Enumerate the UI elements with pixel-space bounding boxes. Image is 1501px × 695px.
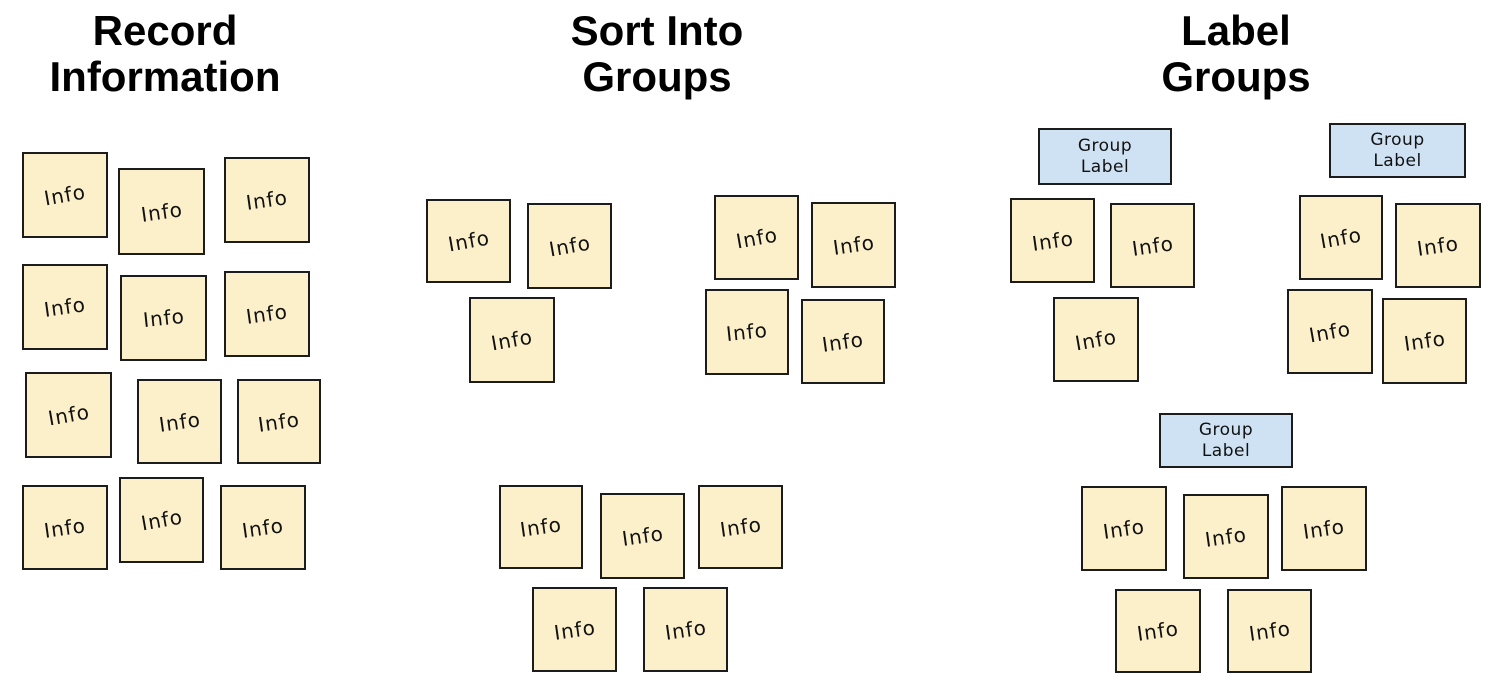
sticky-note: Info: [237, 379, 321, 464]
sticky-note: Info: [801, 299, 885, 384]
sticky-note: Info: [1053, 297, 1139, 382]
sticky-note-text: Info: [1073, 324, 1119, 355]
sticky-note: Info: [426, 199, 511, 283]
sticky-note-text: Info: [157, 406, 202, 437]
group-label-text-line: Group: [1370, 130, 1425, 151]
title-line: Record: [92, 7, 238, 54]
sticky-note: Info: [1110, 203, 1195, 288]
sticky-note-text: Info: [244, 185, 290, 215]
sticky-note-text: Info: [724, 317, 770, 347]
sticky-note-text: Info: [546, 230, 593, 262]
sticky-note: Info: [1281, 486, 1367, 571]
sticky-note: Info: [532, 587, 617, 672]
title-line: Groups: [1161, 53, 1311, 101]
sticky-note: Info: [1081, 486, 1167, 571]
sticky-note-text: Info: [42, 292, 88, 322]
sticky-note: Info: [220, 485, 306, 570]
sticky-note-text: Info: [718, 512, 763, 542]
sticky-note: Info: [22, 264, 108, 350]
panel-title-label-groups: Label Groups: [1071, 7, 1401, 101]
sticky-note-text: Info: [733, 222, 780, 253]
sticky-note: Info: [1395, 203, 1481, 288]
sticky-note-text: Info: [1101, 513, 1147, 544]
sticky-note-text: Info: [256, 406, 302, 437]
sticky-note-text: Info: [1030, 225, 1075, 256]
title-line: Groups: [582, 53, 732, 101]
sticky-note-text: Info: [42, 179, 88, 211]
sticky-note: Info: [1227, 589, 1312, 673]
sticky-note: Info: [469, 297, 555, 383]
sticky-note: Info: [25, 372, 112, 458]
sticky-note-text: Info: [1301, 513, 1347, 544]
group-label-text-line: Group: [1198, 420, 1254, 441]
sticky-note-text: Info: [1318, 222, 1364, 253]
title-line: Label: [1181, 7, 1291, 54]
sticky-note-text: Info: [445, 225, 492, 257]
sticky-note-text: Info: [552, 614, 597, 645]
sticky-note-text: Info: [620, 521, 665, 551]
sticky-note: Info: [1115, 589, 1201, 673]
sticky-note: Info: [118, 168, 205, 255]
title-line: Sort Into: [570, 7, 744, 54]
sticky-note: Info: [1010, 198, 1095, 283]
sticky-note: Info: [1382, 298, 1467, 384]
sticky-note-text: Info: [663, 614, 708, 645]
sticky-note-text: Info: [1247, 616, 1292, 646]
sticky-note-text: Info: [1402, 326, 1447, 356]
sticky-note-text: Info: [138, 504, 185, 536]
sticky-note: Info: [119, 477, 204, 563]
sticky-note-text: Info: [1135, 616, 1181, 646]
sticky-note: Info: [22, 152, 108, 238]
sticky-note-text: Info: [42, 512, 88, 543]
sticky-note: Info: [1287, 289, 1373, 374]
sticky-note-text: Info: [45, 399, 92, 431]
sticky-note-text: Info: [141, 303, 186, 333]
sticky-note: Info: [698, 485, 783, 569]
sticky-note: Info: [22, 485, 108, 570]
sticky-note-text: Info: [244, 299, 290, 329]
sticky-note: Info: [224, 157, 310, 243]
sticky-note: Info: [527, 203, 612, 289]
sticky-note: Info: [499, 485, 583, 569]
sticky-note-text: Info: [831, 230, 876, 260]
panel-title-record-information: Record Information: [0, 7, 330, 101]
sticky-note: Info: [811, 202, 896, 288]
title-line: Information: [49, 53, 281, 101]
sticky-note: Info: [714, 195, 799, 280]
sticky-note-text: Info: [1307, 316, 1353, 347]
group-label-text-line: Label: [1201, 440, 1251, 461]
group-label-text-line: Label: [1080, 156, 1130, 177]
sticky-note-text: Info: [820, 326, 866, 357]
sticky-note: Info: [705, 289, 789, 375]
sticky-note-text: Info: [489, 324, 535, 356]
sticky-note-text: Info: [240, 512, 286, 543]
sticky-note: Info: [137, 379, 222, 464]
sticky-note: Info: [1299, 195, 1383, 280]
group-label-text-line: Label: [1373, 150, 1422, 171]
panel-title-sort-into-groups: Sort Into Groups: [492, 7, 822, 101]
sticky-note: Info: [600, 493, 685, 579]
sticky-note: Info: [120, 275, 207, 361]
sticky-note-text: Info: [1130, 230, 1175, 261]
sticky-note: Info: [224, 271, 310, 357]
sticky-note: Info: [1183, 494, 1269, 579]
group-label-text-line: Group: [1077, 136, 1133, 157]
sticky-note-text: Info: [518, 512, 564, 542]
sticky-note-text: Info: [1203, 521, 1249, 552]
sticky-note: Info: [643, 587, 728, 672]
sticky-note-text: Info: [139, 196, 184, 227]
sticky-note-text: Info: [1415, 230, 1461, 261]
